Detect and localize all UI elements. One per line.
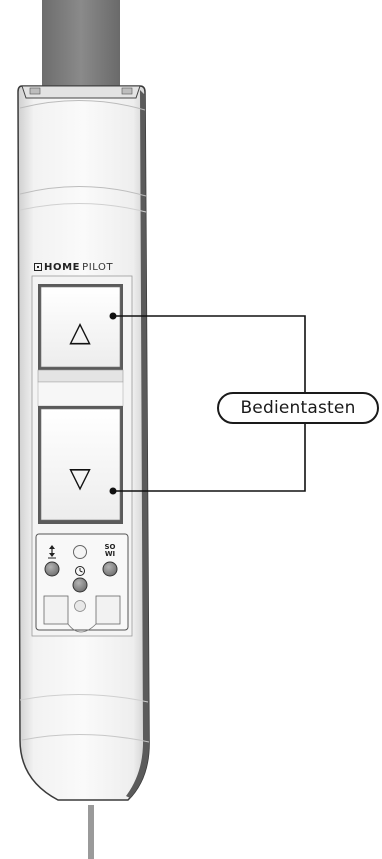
up-arrow-icon: △: [69, 315, 91, 348]
clock-button[interactable]: [72, 577, 88, 593]
top-cap: [21, 85, 141, 99]
sowi-label: SO WI: [100, 544, 120, 558]
brand-mark-icon: [34, 263, 42, 271]
status-led: [74, 600, 86, 612]
brand-name-light: PILOT: [82, 261, 114, 273]
callout-text: Bedientasten: [240, 398, 356, 418]
sowi-button[interactable]: [102, 561, 118, 577]
down-button[interactable]: [38, 406, 123, 524]
up-button[interactable]: [38, 284, 123, 370]
clock-icon: [75, 566, 85, 576]
callout-leader-lines: [109, 312, 306, 495]
indicator-top: [73, 545, 87, 559]
callout-bedientasten: Bedientasten: [217, 392, 379, 424]
belt-strap: [42, 0, 120, 92]
down-arrow-icon: ▽: [69, 461, 91, 494]
brand-name-bold: HOME: [44, 261, 81, 273]
up-down-arrows-icon: [48, 545, 56, 559]
cable-cord: [88, 805, 94, 859]
sowi-label-top: SO: [104, 543, 116, 551]
mode-button-left[interactable]: [44, 561, 60, 577]
sowi-label-bottom: WI: [104, 550, 116, 558]
